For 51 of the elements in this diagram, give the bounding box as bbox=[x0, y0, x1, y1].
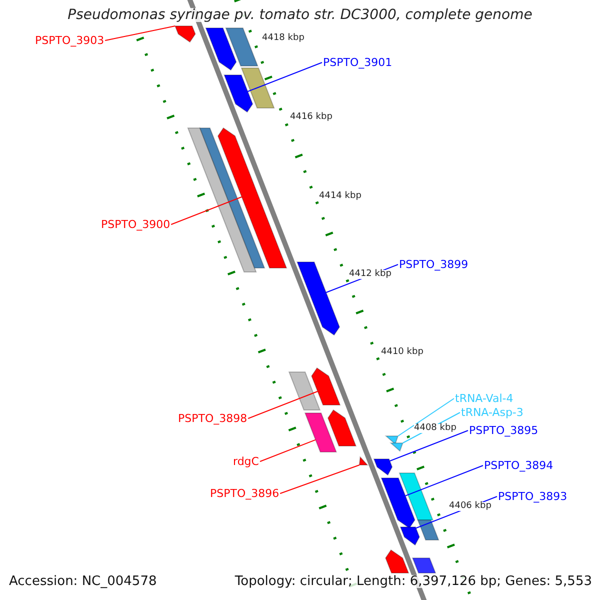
scale-label: 4408 kbp bbox=[414, 424, 456, 433]
gene-label: PSPTO_3894 bbox=[484, 460, 554, 471]
leader-line bbox=[247, 62, 322, 92]
gene-feature bbox=[389, 442, 404, 452]
leader-line bbox=[260, 439, 316, 462]
gene-label: PSPTO_3901 bbox=[323, 57, 392, 68]
gene-feature bbox=[380, 478, 416, 529]
gene-label: PSPTO_3893 bbox=[498, 491, 568, 502]
leader-line bbox=[248, 390, 318, 419]
gene-feature bbox=[224, 74, 254, 113]
gene-feature bbox=[174, 26, 196, 43]
genome-info-text: Topology: circular; Length: 6,397,126 bp; Genes: 5,553 bbox=[234, 575, 592, 588]
gene-label: PSPTO_3896 bbox=[210, 488, 280, 499]
gene-feature bbox=[304, 412, 338, 452]
scale-label: 4416 kbp bbox=[290, 113, 332, 122]
gene-feature bbox=[398, 472, 434, 520]
leader-line bbox=[398, 398, 454, 436]
scale-label: 4418 kbp bbox=[262, 34, 304, 43]
leader-line bbox=[104, 26, 176, 41]
gene-feature bbox=[199, 128, 266, 268]
gene-label: PSPTO_3898 bbox=[178, 413, 248, 424]
gene-feature bbox=[225, 28, 258, 66]
leader-line bbox=[389, 430, 468, 462]
gene-feature bbox=[327, 409, 357, 446]
gene-feature bbox=[240, 68, 275, 108]
gene-feature bbox=[288, 372, 321, 410]
scale-label: 4412 kbp bbox=[349, 270, 392, 279]
gene-feature bbox=[205, 28, 237, 71]
scale-label: 4414 kbp bbox=[319, 192, 362, 201]
gene-label: tRNA-Val-4 bbox=[455, 393, 514, 404]
gene-feature bbox=[384, 436, 398, 445]
genome-info-text: Accession: NC_004578 bbox=[9, 575, 157, 588]
scale-label: 4410 kbp bbox=[381, 348, 424, 357]
gene-label: rdgC bbox=[233, 456, 259, 467]
scale-label: 4406 kbp bbox=[449, 502, 492, 511]
gene-feature bbox=[358, 456, 368, 466]
gene-label: PSPTO_3900 bbox=[101, 219, 170, 230]
gene-feature bbox=[311, 367, 341, 406]
gene-label: PSPTO_3903 bbox=[35, 35, 104, 46]
gene-feature bbox=[296, 262, 340, 336]
gene-label: PSPTO_3895 bbox=[469, 425, 538, 436]
gene-label: tRNA-Asp-3 bbox=[461, 407, 524, 418]
gene-feature bbox=[373, 458, 393, 476]
leader-line bbox=[170, 196, 242, 225]
gene-feature bbox=[187, 128, 257, 272]
gene-label: PSPTO_3899 bbox=[399, 259, 468, 270]
gene-feature bbox=[417, 520, 440, 540]
gene-feature bbox=[400, 526, 420, 546]
gene-feature bbox=[217, 127, 288, 268]
leader-line bbox=[404, 465, 484, 496]
leader-line bbox=[280, 464, 360, 494]
